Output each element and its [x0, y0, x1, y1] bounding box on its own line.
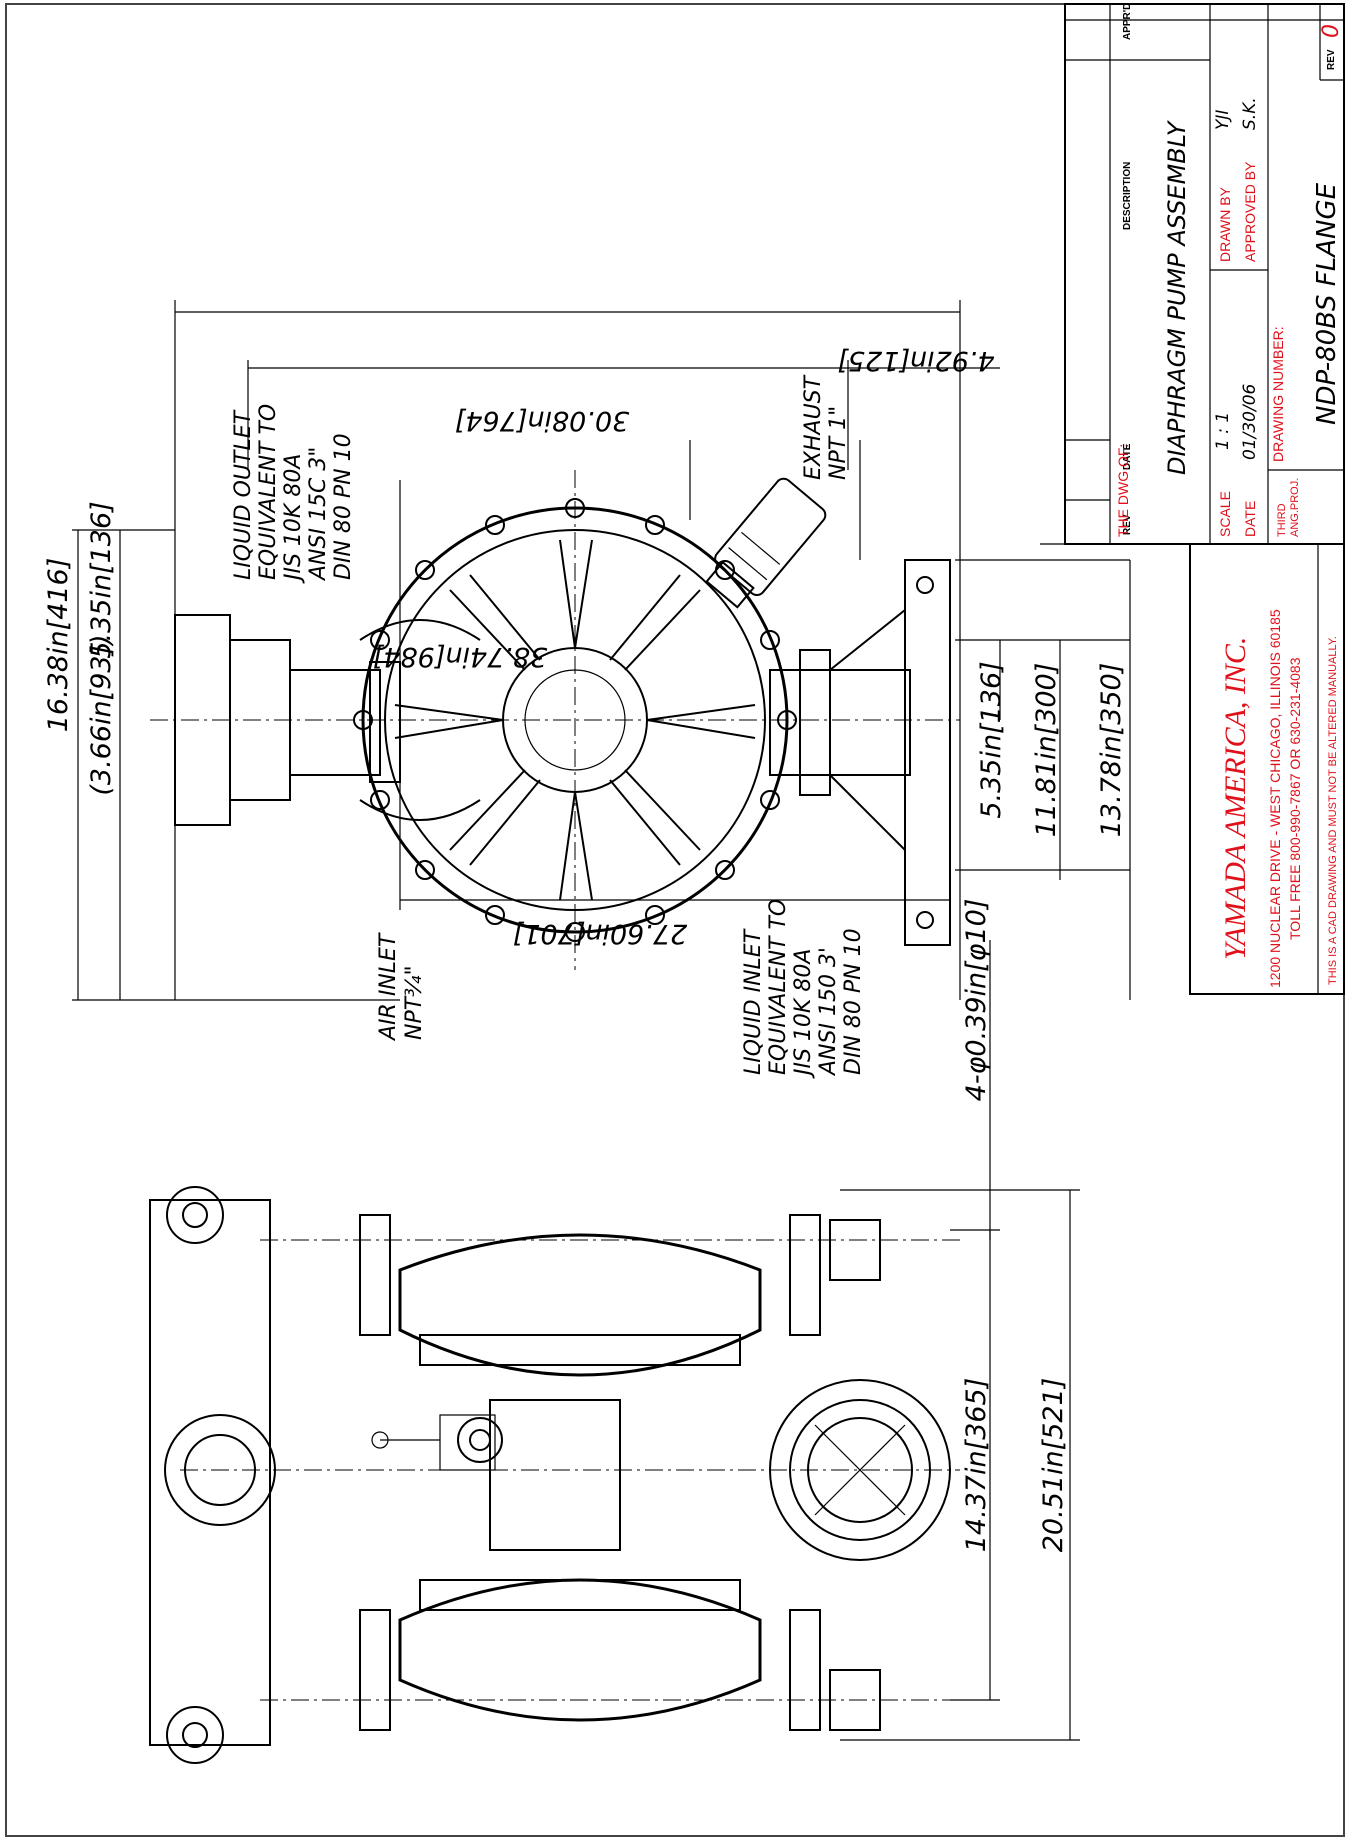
note-liquid-outlet-line4: ANSI 15C 3" [306, 447, 331, 582]
tb-rev-value: 0 [1319, 24, 1344, 38]
dim-foot-inner: 11.81in[300] [1031, 663, 1062, 838]
tb-rev-label: REV [1326, 49, 1337, 70]
note-liquid-outlet-line1: LIQUID OUTLET [231, 409, 256, 580]
note-exhaust-line1: EXHAUST [801, 374, 826, 480]
note-air-inlet-line2: NPT¾" [402, 965, 427, 1040]
note-liquid-inlet-line2: EQUIVALENT TO [766, 899, 791, 1075]
tb-date-label: DATE [1242, 501, 1258, 537]
note-liquid-outlet-line5: DIN 80 PN 10 [331, 433, 356, 580]
dim-foot-center: 5.35in[136] [976, 661, 1007, 818]
dim-left-offset: (3.66in[93]) [86, 634, 117, 795]
tb-approved-by-label: APPROVED BY [1242, 161, 1258, 262]
note-liquid-inlet-line3: JIS 10K 80A [791, 949, 816, 1079]
front-view-pump [150, 470, 960, 970]
tb-scale-label: SCALE [1217, 491, 1233, 537]
side-view-pump [149, 1186, 960, 1764]
tb-dwg-of-label: THE DWG.OF: [1115, 444, 1131, 537]
note-liquid-inlet: LIQUID INLET EQUIVALENT TO JIS 10K 80A A… [741, 899, 866, 1079]
dim-overall-height: 38.74in[984] [373, 641, 548, 672]
dim-bolt-spacing: 14.37in[365] [961, 1378, 992, 1553]
note-liquid-outlet-line2: EQUIVALENT TO [256, 404, 281, 580]
title-block [1040, 3, 1345, 995]
dim-outlet-offset: 5.35in[136] [86, 501, 117, 658]
company-notice: THIS IS A CAD DRAWING AND MUST NOT BE AL… [1327, 636, 1339, 985]
tb-description-header: DESCRIPTION [1122, 162, 1133, 230]
note-air-inlet: AIR INLET NPT¾" [376, 932, 427, 1042]
tb-rev-header: REV [1122, 514, 1133, 535]
dim-inlet-offset: 27.60in[701] [513, 918, 688, 949]
tb-drawn-by-label: DRAWN BY [1217, 186, 1233, 262]
note-liquid-outlet-line3: JIS 10K 80A [281, 454, 306, 584]
note-liquid-inlet-line5: DIN 80 PN 10 [841, 928, 866, 1075]
company-name: YAMADA AMERICA, INC. [1219, 637, 1252, 960]
tb-date-header: DATE [1122, 443, 1133, 470]
dim-top-width: 16.38in[416] [43, 558, 74, 733]
dim-mount-holes: 4-φ0.39in[φ10] [961, 899, 992, 1102]
note-exhaust-line2: NPT 1" [826, 406, 851, 480]
note-liquid-inlet-line4: ANSI 150 3' [816, 947, 841, 1077]
note-air-inlet-line1: AIR INLET [376, 932, 401, 1042]
tb-apprd-header: APPR'D [1122, 3, 1133, 40]
tb-drawing-number: NDP-80BS FLANGE [1312, 182, 1342, 425]
tb-projection-line2: ANG.PROJ. [1289, 478, 1301, 537]
dim-overall-width: 20.51in[521] [1038, 1378, 1069, 1553]
company-phone: TOLL FREE 800-990-7867 OR 630-231-4083 [1287, 657, 1303, 940]
tb-drawn-by-value: YJI [1213, 110, 1233, 130]
dim-outlet-height: 30.08in[764] [455, 405, 630, 436]
dim-foot-outer: 13.78in[350] [1096, 663, 1127, 838]
tb-date-value: 01/30/06 [1240, 383, 1260, 460]
note-liquid-inlet-line1: LIQUID INLET [741, 928, 766, 1075]
dim-base-offset: 4.92in[125] [837, 345, 994, 376]
company-address: 1200 NUCLEAR DRIVE - WEST CHICAGO, ILLIN… [1267, 609, 1283, 988]
tb-scale-value: 1 : 1 [1213, 412, 1233, 450]
tb-projection-line1: THIRD [1276, 503, 1288, 537]
tb-title: DIAPHRAGM PUMP ASSEMBLY [1163, 119, 1191, 475]
note-exhaust: EXHAUST NPT 1" [801, 374, 851, 480]
tb-drawing-number-label: DRAWING NUMBER: [1270, 326, 1286, 462]
note-liquid-outlet: LIQUID OUTLET EQUIVALENT TO JIS 10K 80A … [231, 404, 356, 584]
tb-approved-by-value: S.K. [1240, 97, 1260, 130]
